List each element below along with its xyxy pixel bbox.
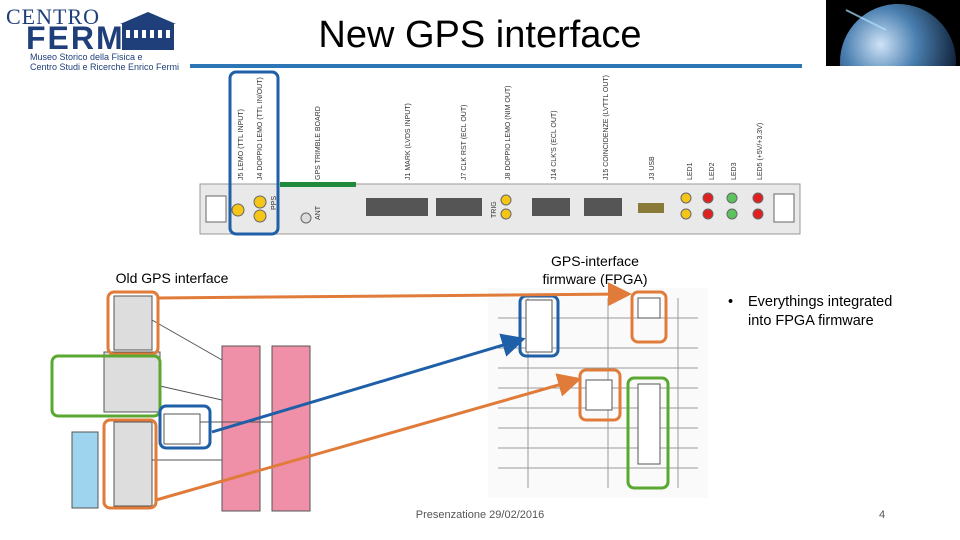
svg-text:LED5 (+5V/+3.3V): LED5 (+5V/+3.3V) xyxy=(757,123,764,180)
svg-text:TRIG: TRIG xyxy=(491,201,498,218)
bullet-point: • Everythings integrated into FPGA firmw… xyxy=(728,293,928,331)
logo-fermi-text: FERMI xyxy=(26,20,136,56)
old-gps-interface-label: Old GPS interface xyxy=(115,270,229,286)
arrow-fanout-to-fpga xyxy=(157,282,632,307)
svg-text:J1 MARK (LVDS INPUT): J1 MARK (LVDS INPUT) xyxy=(405,103,412,180)
bullet-marker: • xyxy=(728,294,734,310)
svg-text:J3 USB: J3 USB xyxy=(649,156,656,180)
svg-text:J8 DOPPIO LEMO (NIM OUT): J8 DOPPIO LEMO (NIM OUT) xyxy=(505,85,512,180)
old-gps-schematic xyxy=(44,290,344,515)
svg-text:ANT: ANT xyxy=(315,205,322,220)
svg-text:J7 CLK RST (ECL OUT): J7 CLK RST (ECL OUT) xyxy=(461,105,468,180)
svg-text:LED2: LED2 xyxy=(709,162,716,180)
svg-text:LED1: LED1 xyxy=(687,162,694,180)
bullet-text: Everythings integrated into FPGA firmwar… xyxy=(728,293,928,331)
planet-image xyxy=(826,0,960,66)
svg-text:GPS TRIMBLE BOARD: GPS TRIMBLE BOARD xyxy=(315,106,322,180)
svg-text:J14 CLK'S (ECL OUT): J14 CLK'S (ECL OUT) xyxy=(551,110,558,180)
arrow-gate-to-fpga xyxy=(211,333,526,434)
logo-subtitle: Museo Storico della Fisica e Centro Stud… xyxy=(30,52,180,72)
museum-building-icon xyxy=(120,12,176,50)
logo-centro-text: CENTRO xyxy=(6,4,100,29)
slide-title: New GPS interface xyxy=(318,14,642,56)
svg-text:J15 COINCIDENZE (LVTTL OUT): J15 COINCIDENZE (LVTTL OUT) xyxy=(603,75,610,180)
gps-interface-board-photo: J5 LEMO (TTL INPUT) J4 DOPPIO LEMO (TTL … xyxy=(199,70,801,236)
page-number: 4 xyxy=(878,509,886,521)
svg-text:PPS: PPS xyxy=(271,196,278,210)
svg-text:J4 DOPPIO LEMO (TTL IN/OUT): J4 DOPPIO LEMO (TTL IN/OUT) xyxy=(257,77,264,180)
title-underline xyxy=(190,64,802,68)
logo-subtitle-line1: Museo Storico della Fisica e xyxy=(30,52,143,62)
arrow-inbox-to-fpga xyxy=(155,373,582,502)
svg-text:J5 LEMO (TTL INPUT): J5 LEMO (TTL INPUT) xyxy=(238,109,245,180)
logo-subtitle-line2: Centro Studi e Ricerche Enrico Fermi xyxy=(30,62,180,72)
svg-text:LED3: LED3 xyxy=(731,162,738,180)
footer-text: Presenzatione 29/02/2016 xyxy=(415,509,545,521)
bullet-line1: Everythings integrated xyxy=(748,294,893,310)
fpga-firmware-label-line1: GPS-interface xyxy=(551,253,639,269)
bullet-line2: into FPGA firmware xyxy=(748,313,874,329)
fpga-firmware-schematic xyxy=(488,288,708,498)
